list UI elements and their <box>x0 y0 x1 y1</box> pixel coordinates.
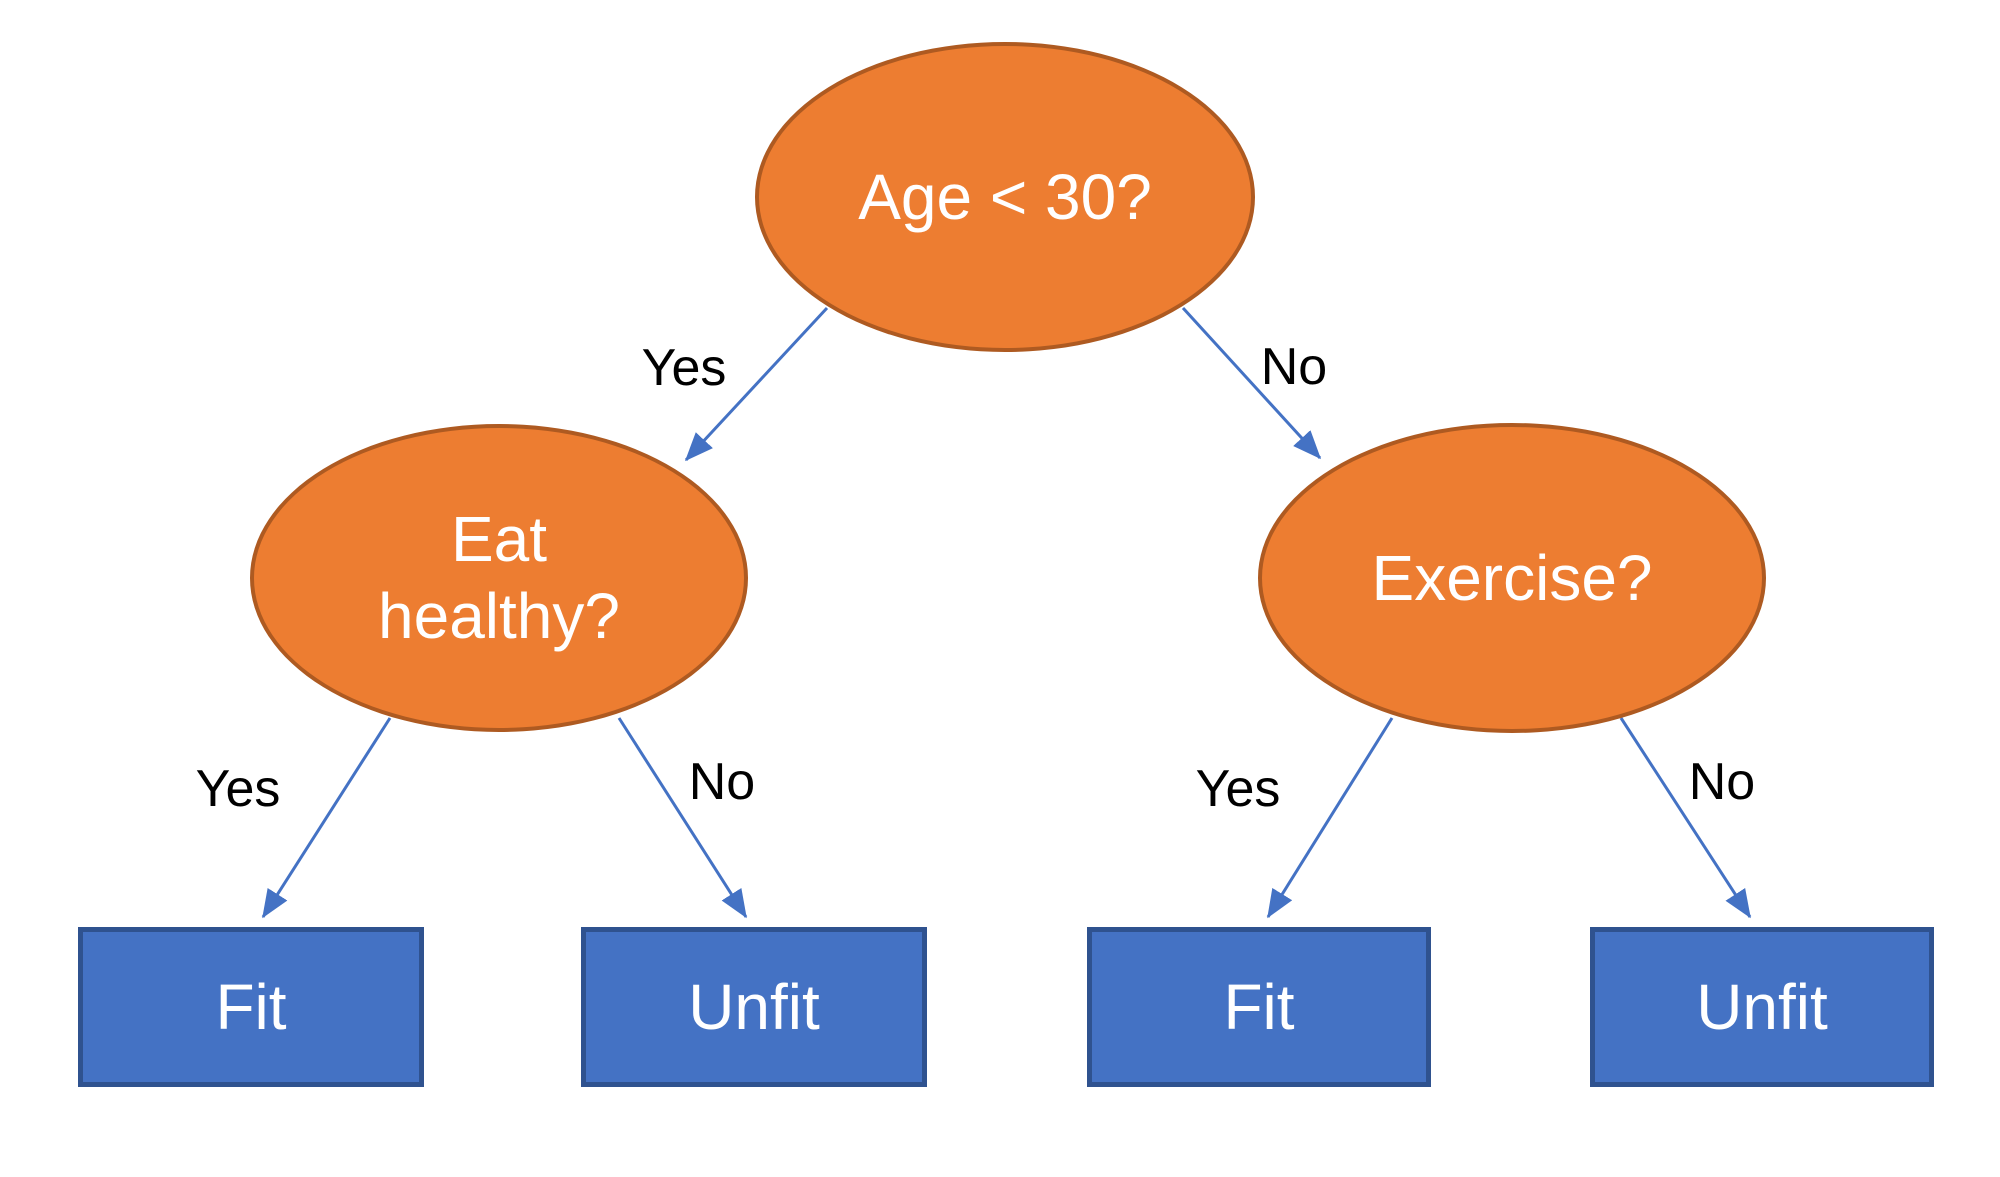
outcome-node-label: Fit <box>1223 971 1295 1043</box>
outcome-node-label: Fit <box>215 971 287 1043</box>
decision-node-age: Age < 30? <box>755 42 1255 352</box>
edge-exercise-to-fit <box>1266 717 1394 919</box>
edge-label-root-yes: Yes <box>641 339 727 397</box>
decision-node-eat-healthy: Eat healthy? <box>250 424 748 732</box>
outcome-node-fit-left: Fit <box>78 927 424 1087</box>
edge-label-exercise-no: No <box>1688 753 1756 811</box>
edge-eat-healthy-to-unfit <box>617 717 748 919</box>
decision-node-label: Exercise? <box>1371 541 1653 614</box>
decision-node-exercise: Exercise? <box>1258 423 1766 733</box>
edge-label-root-no: No <box>1260 338 1328 396</box>
outcome-node-label: Unfit <box>688 971 820 1043</box>
edge-label-exercise-yes: Yes <box>1195 760 1281 818</box>
outcome-node-unfit-left: Unfit <box>581 927 927 1087</box>
edge-label-eat-healthy-no: No <box>688 753 756 811</box>
outcome-node-label: Unfit <box>1696 971 1828 1043</box>
decision-node-label: Eat healthy? <box>378 503 620 652</box>
edge-eat-healthy-to-fit <box>261 717 392 919</box>
edge-root-to-eat-healthy <box>684 306 829 462</box>
outcome-node-unfit-right: Unfit <box>1590 927 1934 1087</box>
decision-node-label: Age < 30? <box>858 160 1152 233</box>
edge-label-eat-healthy-yes: Yes <box>195 760 281 818</box>
outcome-node-fit-right: Fit <box>1087 927 1431 1087</box>
edge-exercise-to-unfit <box>1619 717 1752 919</box>
edge-root-to-exercise <box>1181 306 1322 460</box>
